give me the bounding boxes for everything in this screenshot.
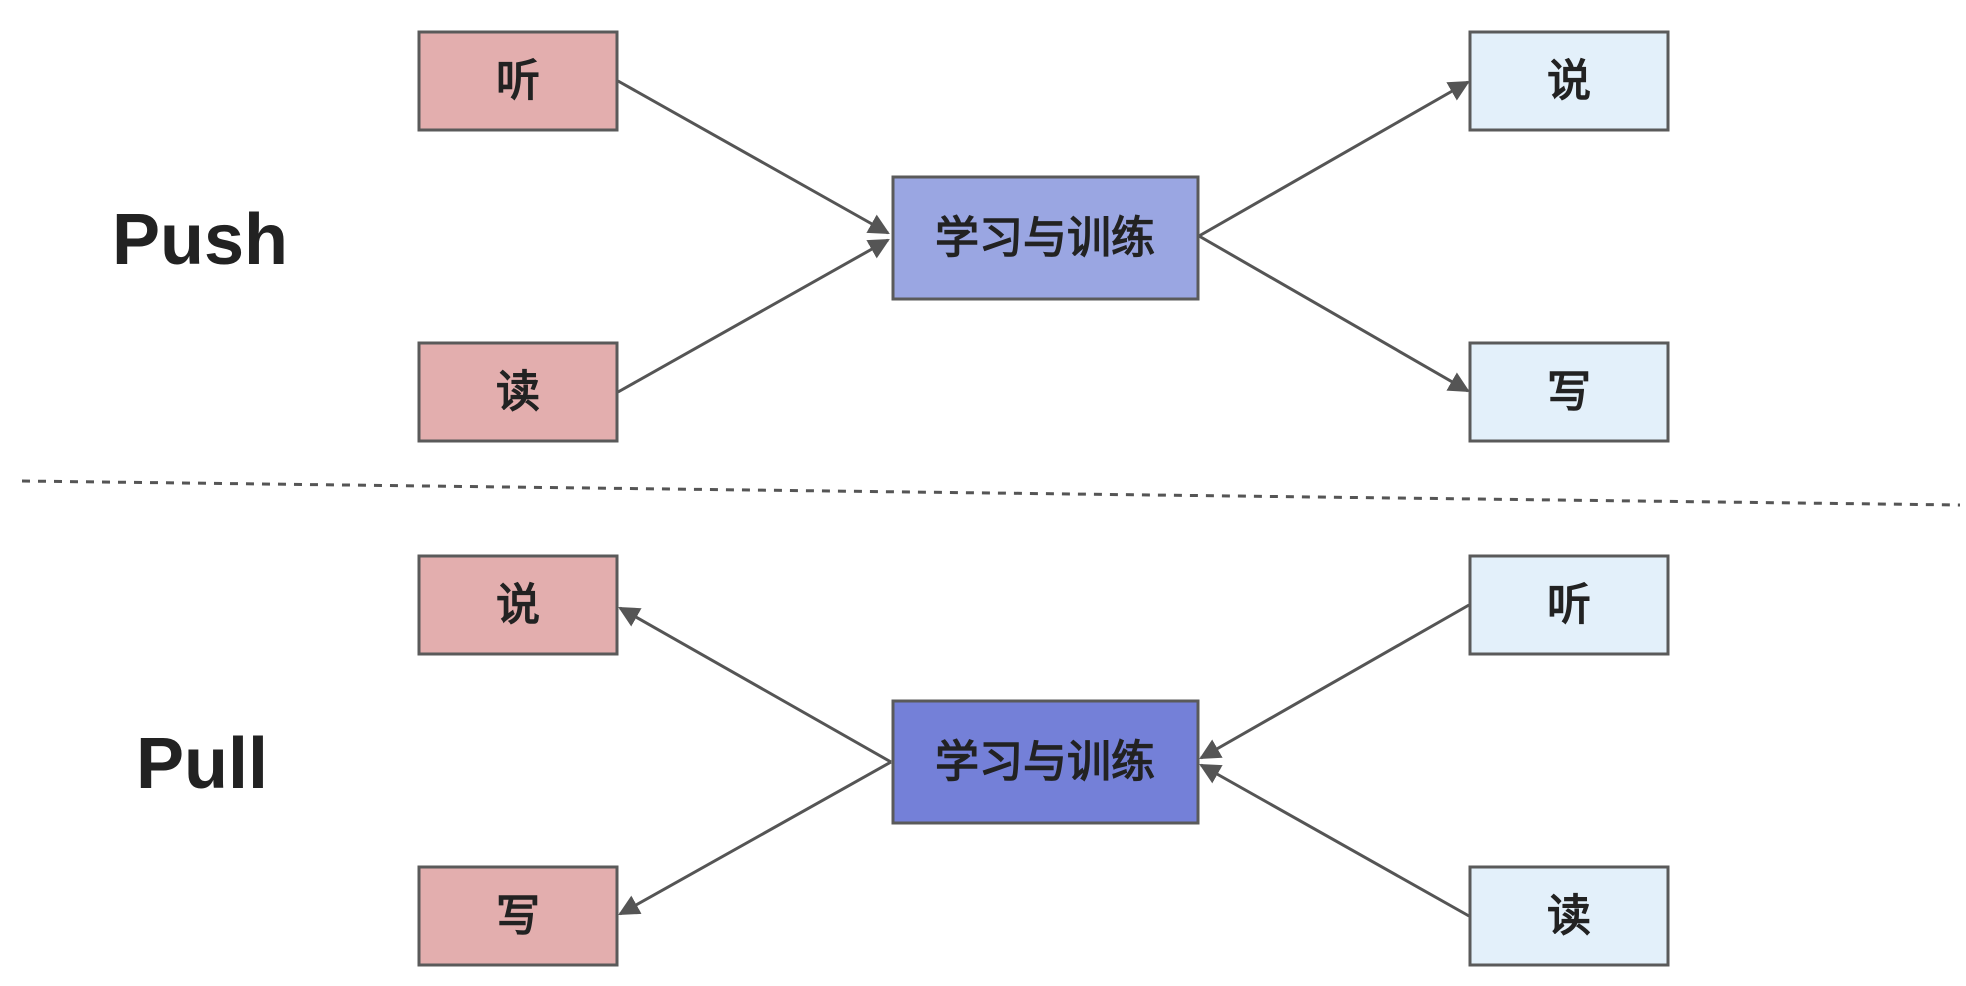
push-output-write: 写 xyxy=(1468,341,1670,443)
pull-input-read-box xyxy=(1468,865,1670,967)
push-input-read: 读 xyxy=(417,341,619,443)
push-center-box xyxy=(891,175,1200,301)
push-input-read-box xyxy=(417,341,619,443)
push-center: 学习与训练 xyxy=(891,175,1200,301)
push-output-write-label: 写 xyxy=(1547,367,1591,418)
pull-edge-center-to-write xyxy=(618,760,892,916)
pull-input-read: 读 xyxy=(1468,865,1670,967)
pull-output-write-label: 写 xyxy=(496,891,540,942)
pull-output-write: 写 xyxy=(417,865,619,967)
push-center-label: 学习与训练 xyxy=(935,213,1155,264)
pull-output-write-box xyxy=(417,865,619,967)
pull-input-listen: 听 xyxy=(1468,554,1670,656)
pull-center-box xyxy=(891,699,1200,825)
pull-center-label: 学习与训练 xyxy=(935,737,1155,788)
push-output-speak-label: 说 xyxy=(1547,56,1591,107)
pull-input-listen-box xyxy=(1468,554,1670,656)
pull-edge-read-to-center xyxy=(1199,763,1470,918)
pull-output-speak-box xyxy=(417,554,619,656)
pull-center: 学习与训练 xyxy=(891,699,1200,825)
pull-edge-center-to-speak xyxy=(618,606,892,764)
push-output-speak: 说 xyxy=(1468,30,1670,132)
push-input-listen-label: 听 xyxy=(496,56,540,107)
section-divider xyxy=(21,479,1961,507)
pull-input-read-label: 读 xyxy=(1547,891,1591,942)
push-input-read-label: 读 xyxy=(496,367,540,418)
pull-edge-listen-to-center xyxy=(1199,603,1470,760)
push-output-speak-box xyxy=(1468,30,1670,132)
pull-label: Pull xyxy=(136,724,268,804)
pull-output-speak: 说 xyxy=(417,554,619,656)
push-edge-center-to-speak xyxy=(1198,80,1470,238)
push-output-write-box xyxy=(1468,341,1670,443)
pull-input-listen-label: 听 xyxy=(1547,580,1591,631)
push-input-listen: 听 xyxy=(417,30,619,132)
pull-output-speak-label: 说 xyxy=(496,580,540,631)
push-label: Push xyxy=(112,200,288,280)
push-input-listen-box xyxy=(417,30,619,132)
push-edge-read-to-center xyxy=(617,238,890,394)
push-edge-center-to-write xyxy=(1198,234,1470,393)
push-edge-listen-to-center xyxy=(617,79,890,235)
